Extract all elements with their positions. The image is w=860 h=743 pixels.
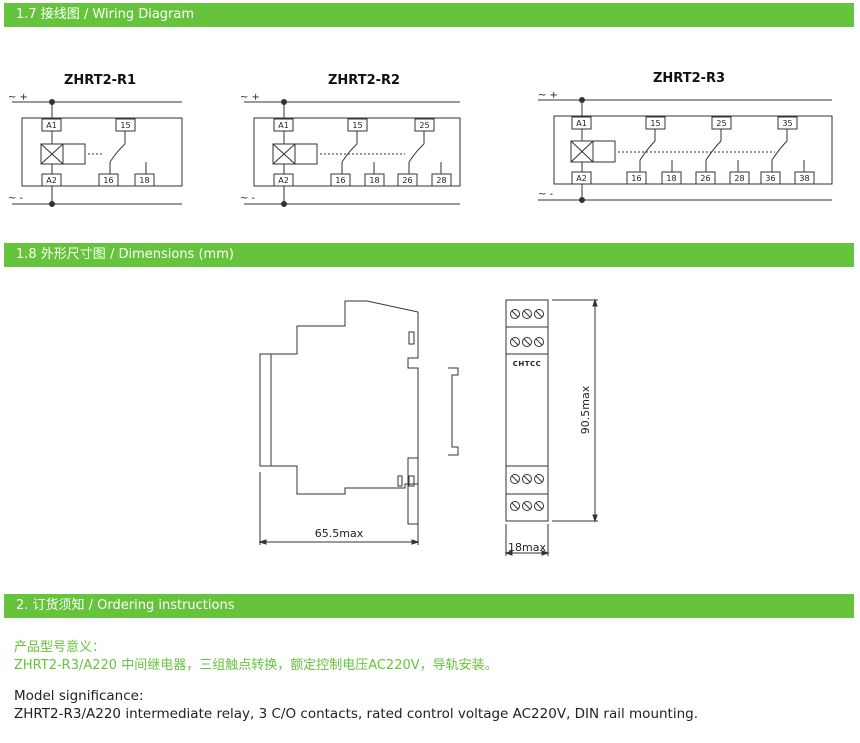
wiring-diagram-r2 [244,99,461,207]
supply-minus-label: ~ - [8,193,24,204]
model-significance-body-en: ZHRT2-R3/A220 intermediate relay, 3 C/O … [14,706,699,722]
side-profile-drawing [258,300,459,545]
diagram-title-r1: ZHRT2-R1 [64,73,136,88]
terminal-label: A2 [278,176,289,185]
terminal-label: 18 [139,176,149,185]
width-dimension-label: 65.5max [315,527,364,540]
terminal-label: 18 [666,174,676,183]
section-title-wiring: 1.7 接线图 / Wiring Diagram [16,7,195,22]
terminal-label: 15 [352,121,362,130]
supply-minus-label: ~ - [240,193,256,204]
wiring-diagram-r1 [12,99,183,207]
section-bar-wiring: 1.7 接线图 / Wiring Diagram [4,3,854,27]
height-dimension-label: 90.5max [579,385,592,434]
supply-plus-label: ~ + [538,90,558,101]
terminal-label: 35 [782,119,792,128]
terminal-label: 15 [120,121,130,130]
model-significance-heading-en: Model significance: [14,688,144,704]
brand-logo-text: CHTCC [513,360,542,368]
terminal-label: 36 [765,174,775,183]
wiring-diagram-r3 [538,97,833,203]
terminal-label: A2 [46,176,57,185]
terminal-label: 26 [700,174,710,183]
terminal-label: 16 [335,176,345,185]
terminal-label: 16 [103,176,113,185]
diagram-title-r3: ZHRT2-R3 [653,71,725,86]
supply-plus-label: ~ + [240,92,260,103]
terminal-label: 15 [650,119,660,128]
front-view-drawing [504,298,598,556]
section-bar-ordering: 2. 订货须知 / Ordering instructions [4,594,854,618]
terminal-label: A1 [46,121,57,130]
section-bar-dimensions: 1.8 外形尺寸图 / Dimensions (mm) [4,243,854,267]
terminal-label: 18 [369,176,379,185]
terminal-label: 28 [436,176,446,185]
model-significance-heading-cn: 产品型号意义： [14,640,106,655]
terminal-label: 28 [734,174,744,183]
model-significance-body-cn: ZHRT2-R3/A220 中间继电器，三组触点转换，额定控制电压AC220V，… [14,658,498,673]
depth-dimension-label: 18max [508,541,546,554]
diagram-title-r2: ZHRT2-R2 [328,73,400,88]
terminal-label: A1 [278,121,289,130]
terminal-label: 25 [419,121,429,130]
terminal-label: A1 [576,119,587,128]
section-title-ordering: 2. 订货须知 / Ordering instructions [16,598,235,613]
section-title-dimensions: 1.8 外形尺寸图 / Dimensions (mm) [16,247,234,262]
terminal-label: A2 [576,174,587,183]
terminal-label: 25 [716,119,726,128]
supply-plus-label: ~ + [8,92,28,103]
terminal-label: 26 [402,176,412,185]
terminal-label: 38 [799,174,809,183]
terminal-label: 16 [631,174,641,183]
supply-minus-label: ~ - [538,189,554,200]
